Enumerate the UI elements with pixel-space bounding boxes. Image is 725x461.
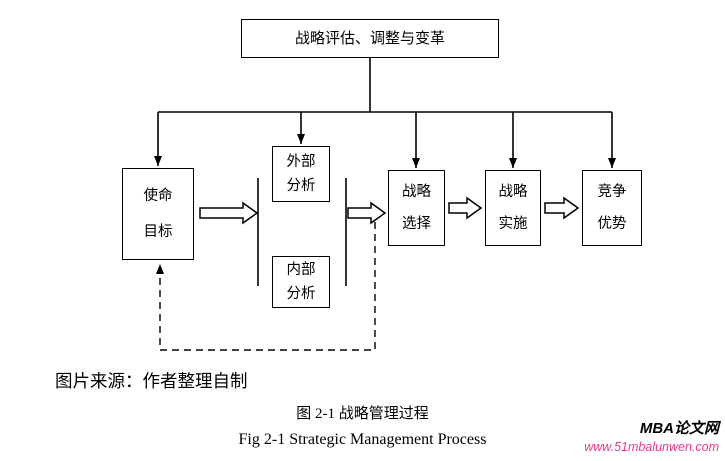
- node-strategy-implementation-line1: 战略: [498, 184, 528, 201]
- node-mission-label: 使命: [143, 187, 173, 204]
- block-arrow-mission-to-analysis: [199, 201, 259, 225]
- source-note: 图片来源：作者整理自制: [55, 371, 248, 391]
- node-strategy-evaluation: 战略评估、调整与变革: [241, 19, 499, 58]
- node-strategy-selection-line1: 战略: [402, 184, 431, 201]
- figure-caption-en: Fig 2-1 Strategic Management Process: [238, 431, 487, 448]
- node-internal-analysis: 内部 分析: [272, 256, 330, 308]
- node-competitive-advantage-line1: 竞争: [597, 184, 627, 201]
- block-arrow-selection-to-implementation: [448, 196, 483, 220]
- node-internal-analysis-line2: 分析: [286, 285, 316, 302]
- watermark-site-name: MBA论文网: [639, 420, 719, 437]
- node-strategy-implementation: 战略 实施: [485, 170, 541, 246]
- feedback-dashed-line: [156, 222, 376, 351]
- node-strategy-selection-line2: 选择: [402, 215, 431, 232]
- node-strategy-evaluation-label: 战略评估、调整与变革: [294, 30, 445, 47]
- node-external-analysis-line2: 分析: [286, 178, 316, 195]
- watermark-url: www.51mbalunwen.com: [584, 439, 719, 454]
- node-strategy-implementation-line2: 实施: [498, 215, 528, 232]
- block-arrow-analysis-to-selection: [347, 201, 387, 225]
- watermark: MBA论文网 www.51mbalunwen.com: [584, 419, 719, 455]
- node-external-analysis-line1: 外部: [286, 153, 316, 170]
- node-external-analysis: 外部 分析: [272, 146, 330, 202]
- node-competitive-advantage: 竞争 优势: [582, 170, 642, 246]
- node-goals-label: 目标: [143, 224, 173, 241]
- node-competitive-advantage-line2: 优势: [597, 215, 627, 232]
- node-strategy-selection: 战略 选择: [388, 170, 445, 246]
- node-internal-analysis-line1: 内部: [286, 262, 316, 279]
- block-arrow-implementation-to-advantage: [544, 196, 580, 220]
- node-mission-goals: 使命 目标: [122, 168, 194, 260]
- figure-caption-cn: 图 2-1 战略管理过程: [296, 406, 429, 422]
